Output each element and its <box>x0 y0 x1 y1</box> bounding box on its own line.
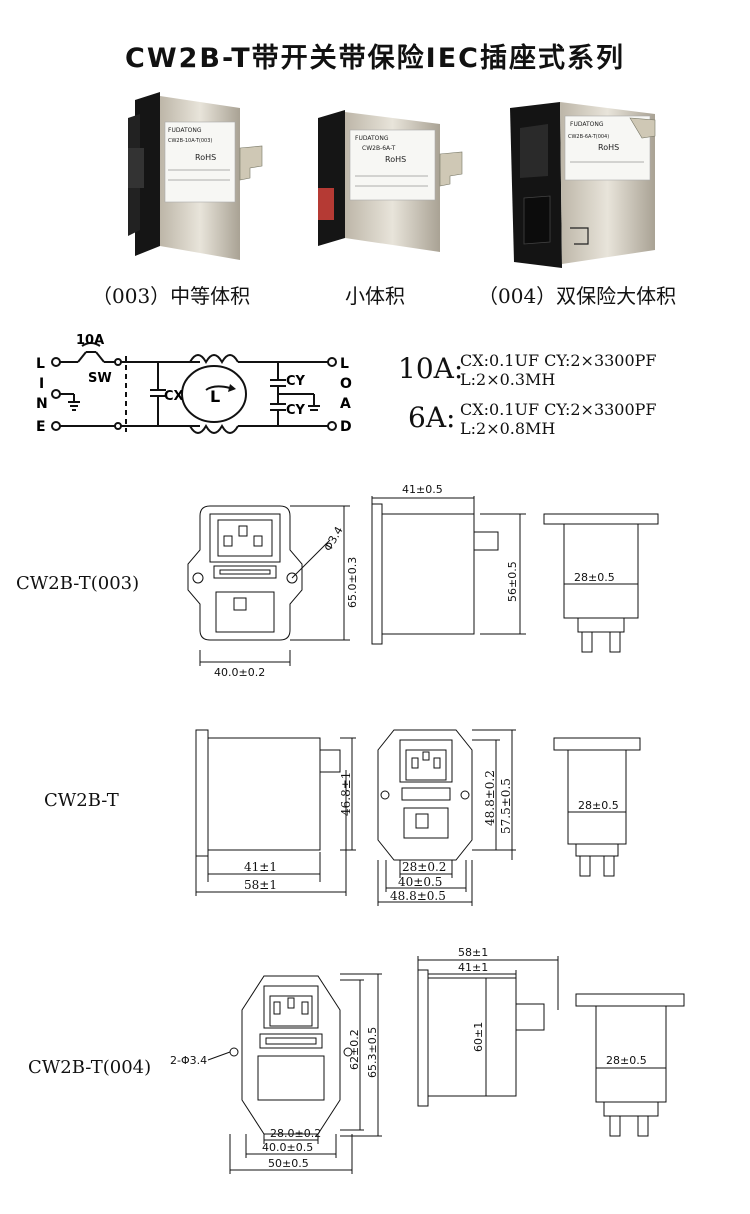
svg-text:CY: CY <box>286 403 306 418</box>
drawing-cw2b-t: 41±1 58±1 46.8±1 28±0.2 40±0.5 48.8±0.5 … <box>195 729 641 906</box>
svg-text:L: L <box>210 387 220 406</box>
svg-text:56±0.5: 56±0.5 <box>506 561 519 602</box>
svg-text:I: I <box>39 376 44 392</box>
svg-text:41±0.5: 41±0.5 <box>402 483 443 496</box>
svg-text:N: N <box>36 396 48 412</box>
product-photos: FUDATONG CW2B-10A-T(003) RoHS FUDATONG C… <box>128 92 656 268</box>
svg-text:40.0±0.2: 40.0±0.2 <box>214 666 265 679</box>
spec-10a-line2: L:2×0.3MH <box>460 370 556 389</box>
product-photo-003: FUDATONG CW2B-10A-T(003) RoHS <box>128 92 263 260</box>
svg-text:58±1: 58±1 <box>458 946 488 959</box>
svg-text:CY: CY <box>286 374 306 389</box>
svg-text:41±1: 41±1 <box>244 860 277 874</box>
svg-text:65.3±0.5: 65.3±0.5 <box>366 1027 379 1078</box>
svg-text:48.8±0.5: 48.8±0.5 <box>390 889 446 903</box>
spec-10a-rating: 10A: <box>398 352 464 385</box>
svg-text:RoHS: RoHS <box>598 143 619 152</box>
product-photo-small: FUDATONG CW2B-6A-T RoHS <box>318 110 463 252</box>
model-label-cw2b-t: CW2B-T <box>44 790 119 811</box>
model-label-004: CW2B-T(004) <box>28 1057 152 1078</box>
svg-text:FUDATONG: FUDATONG <box>570 121 604 128</box>
svg-text:40.0±0.5: 40.0±0.5 <box>262 1141 313 1154</box>
page-title: CW2B-T带开关带保险IEC插座式系列 <box>125 43 625 74</box>
svg-text:50±0.5: 50±0.5 <box>268 1157 309 1170</box>
circuit-diagram: L I N E L O A D 10A SW CX L CY CY <box>36 333 352 435</box>
spec-6a-rating: 6A: <box>408 401 456 434</box>
svg-text:RoHS: RoHS <box>385 155 406 164</box>
svg-text:2-Φ3.4: 2-Φ3.4 <box>170 1054 207 1067</box>
drawing-003: 40.0±0.2 65.0±0.3 Φ3.4 41±0.5 56±0.5 28±… <box>187 483 659 679</box>
svg-text:48.8±0.2: 48.8±0.2 <box>483 770 497 826</box>
svg-text:60±1: 60±1 <box>472 1022 485 1052</box>
svg-text:62±0.2: 62±0.2 <box>348 1029 361 1070</box>
svg-text:L: L <box>36 356 45 372</box>
svg-text:28.0±0.2: 28.0±0.2 <box>270 1127 321 1140</box>
svg-text:CW2B-6A-T(004): CW2B-6A-T(004) <box>568 134 609 140</box>
svg-text:A: A <box>340 396 351 412</box>
svg-text:Φ3.4: Φ3.4 <box>321 524 345 553</box>
svg-text:28±0.5: 28±0.5 <box>574 571 615 584</box>
svg-text:RoHS: RoHS <box>195 153 216 162</box>
svg-text:D: D <box>340 419 352 435</box>
drawing-004: 2-Φ3.4 28.0±0.2 40.0±0.5 50±0.5 62±0.2 6… <box>170 946 685 1174</box>
svg-text:46.8±1: 46.8±1 <box>339 772 353 816</box>
spec-10a-line1: CX:0.1UF CY:2×3300PF <box>460 351 657 370</box>
svg-text:40±0.5: 40±0.5 <box>398 875 442 889</box>
svg-text:10A: 10A <box>76 333 104 348</box>
svg-text:41±1: 41±1 <box>458 961 488 974</box>
svg-text:CX: CX <box>164 389 184 404</box>
product-photo-004: FUDATONG CW2B-6A-T(004) RoHS <box>510 102 656 268</box>
svg-text:CW2B-10A-T(003): CW2B-10A-T(003) <box>168 138 212 144</box>
svg-text:L: L <box>340 356 349 372</box>
model-label-003: CW2B-T(003) <box>16 573 140 594</box>
svg-text:28±0.5: 28±0.5 <box>578 799 619 812</box>
spec-6a: 6A: CX:0.1UF CY:2×3300PF L:2×0.8MH <box>408 397 728 447</box>
svg-text:CW2B-6A-T: CW2B-6A-T <box>362 145 396 152</box>
caption-003: （003）中等体积 <box>92 284 251 308</box>
svg-text:57.5±0.5: 57.5±0.5 <box>499 778 513 834</box>
svg-text:65.0±0.3: 65.0±0.3 <box>346 557 359 608</box>
svg-text:E: E <box>36 419 46 435</box>
caption-004: （004）双保险大体积 <box>478 284 677 308</box>
svg-text:28±0.5: 28±0.5 <box>606 1054 647 1067</box>
svg-text:58±1: 58±1 <box>244 878 277 892</box>
svg-text:28±0.2: 28±0.2 <box>402 860 446 874</box>
spec-10a: 10A: CX:0.1UF CY:2×3300PF L:2×0.3MH <box>398 348 728 398</box>
svg-text:FUDATONG: FUDATONG <box>355 135 389 142</box>
spec-6a-line1: CX:0.1UF CY:2×3300PF <box>460 400 657 419</box>
caption-small: 小体积 <box>345 284 405 308</box>
spec-6a-line2: L:2×0.8MH <box>460 419 556 438</box>
svg-text:FUDATONG: FUDATONG <box>168 127 202 134</box>
svg-text:O: O <box>340 376 352 392</box>
svg-text:SW: SW <box>88 371 112 386</box>
